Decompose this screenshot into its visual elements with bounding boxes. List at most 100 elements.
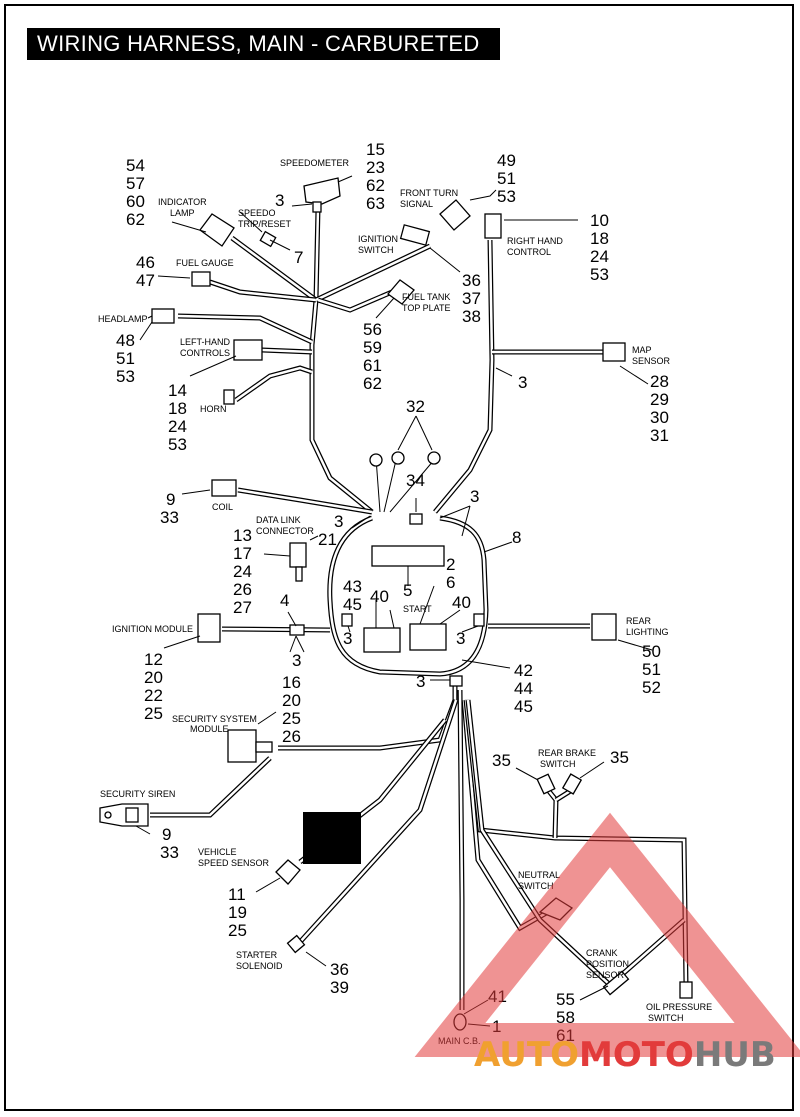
clip-4 (289, 624, 305, 636)
speedo-clip (312, 201, 322, 213)
label-map-2: SENSOR (632, 356, 671, 366)
relay-block-left (363, 627, 401, 653)
callout-starter-1: 36 (330, 960, 349, 979)
callout-ignition-module-2: 20 (144, 668, 163, 687)
callout-data-link-a-2: 17 (233, 544, 252, 563)
rear-brake-left (536, 773, 556, 795)
callout-indicator-1: 54 (126, 156, 145, 175)
relay-block-right (409, 623, 447, 651)
label-indicator-1: INDICATOR (158, 197, 207, 207)
watermark-triangle (414, 812, 800, 1057)
callout-start-relay-2: 6 (446, 573, 455, 592)
callout-data-link-b: 21 (318, 530, 337, 549)
callout-indicator-2: 57 (126, 174, 145, 193)
callout-map-sensor-2: 29 (650, 390, 669, 409)
map-sensor-connector (602, 342, 626, 362)
callout-rear-lighting-2: 51 (642, 660, 661, 679)
callout-right-hand-3: 24 (590, 247, 609, 266)
callout-bottom-clip: 3 (416, 672, 425, 691)
label-data-link-1: DATA LINK (256, 515, 301, 525)
harness-wires (150, 207, 689, 1010)
label-left-hand-1: LEFT-HAND (180, 337, 231, 347)
label-vss-2: SPEED SENSOR (198, 858, 270, 868)
ring-terminal-3 (427, 451, 441, 465)
label-indicator-2: LAMP (170, 208, 195, 218)
label-map-1: MAP (632, 345, 652, 355)
label-starter-1: STARTER (236, 950, 278, 960)
callout-relay: 34 (406, 471, 425, 490)
coil-connector (211, 479, 237, 497)
left-hand-connector (233, 339, 263, 361)
bottom-clip (449, 675, 463, 687)
label-crank-3: SENSOR (586, 970, 625, 980)
callout-map-sensor-4: 31 (650, 426, 669, 445)
callout-speedometer-4: 63 (366, 194, 385, 213)
callout-left-hand-4: 53 (168, 435, 187, 454)
clip-left (341, 613, 353, 627)
label-coil: COIL (212, 502, 233, 512)
callout-relay-40a: 40 (370, 587, 389, 606)
rear-lighting-connector (591, 613, 617, 641)
callout-data-link-a-3: 24 (233, 562, 252, 581)
data-link-plug (295, 566, 303, 582)
watermark-moto: MOTO (579, 1035, 694, 1075)
callout-right-hand-2: 18 (590, 229, 609, 248)
label-speedo-trip-2: TRIP/RESET (238, 219, 292, 229)
callout-vss-2: 19 (228, 903, 247, 922)
callout-headlamp-2: 51 (116, 349, 135, 368)
label-rear-lighting-1: REAR (626, 616, 652, 626)
callout-clip-left: 3 (343, 629, 352, 648)
callout-relays-left-2: 45 (343, 595, 362, 614)
label-front-turn-1: FRONT TURN (400, 188, 458, 198)
label-security-siren: SECURITY SIREN (100, 789, 175, 799)
label-fuel-tank-2: TOP PLATE (402, 303, 451, 313)
callout-front-turn-3: 53 (497, 187, 516, 206)
label-neutral-2: SWITCH (518, 881, 554, 891)
callout-ignition-switch-3: 38 (462, 307, 481, 326)
clip-right (473, 613, 485, 627)
callout-left-hand-3: 24 (168, 417, 187, 436)
callout-speedo-trip: 7 (294, 248, 303, 267)
ecm-block (303, 812, 361, 864)
callout-ignition-module-4: 25 (144, 704, 163, 723)
label-neutral-1: NEUTRAL (518, 870, 560, 880)
headlamp-connector (151, 308, 175, 324)
callout-brake-right: 35 (610, 748, 629, 767)
components (99, 177, 693, 1031)
callout-relay-40b: 40 (452, 593, 471, 612)
callout-coil-1: 9 (166, 490, 175, 509)
callout-fuse-block: 8 (512, 528, 521, 547)
label-security-module-1: SECURITY SYSTEM (172, 714, 257, 724)
label-fuel-gauge: FUEL GAUGE (176, 258, 234, 268)
callout-ignition-module-3: 22 (144, 686, 163, 705)
callout-headlamp-3: 53 (116, 367, 135, 386)
callout-siren-2: 33 (160, 843, 179, 862)
callout-map-sensor-1: 28 (650, 372, 669, 391)
label-vss-1: VEHICLE (198, 847, 237, 857)
callout-left-hand-1: 14 (168, 381, 187, 400)
crank-sensor (602, 970, 630, 996)
label-data-link-2: CONNECTOR (256, 526, 314, 536)
label-ignition-module: IGNITION MODULE (112, 624, 193, 634)
callout-clip-module: 3 (292, 651, 301, 670)
ring-terminal-2 (391, 451, 405, 465)
callout-fuel-gauge-1: 46 (136, 253, 155, 272)
callout-left-hand-2: 18 (168, 399, 187, 418)
callout-harness-right: 3 (470, 487, 479, 506)
callout-relays-left-1: 43 (343, 577, 362, 596)
callout-rear-lighting-1: 50 (642, 642, 661, 661)
callout-bottom-main-2: 44 (514, 679, 533, 698)
callout-speedometer-2: 23 (366, 158, 385, 177)
siren-hole (104, 811, 112, 819)
ignition-switch-connector (399, 224, 431, 246)
callout-headlamp-1: 48 (116, 331, 135, 350)
watermark-text: AUTOMOTOHUB (474, 1035, 776, 1075)
callout-crank-2: 58 (556, 1008, 575, 1027)
callout-security-module-4: 26 (282, 727, 301, 746)
callout-data-link-a-1: 13 (233, 526, 252, 545)
callout-fuel-gauge-2: 47 (136, 271, 155, 290)
callout-ignition-module-1: 12 (144, 650, 163, 669)
callout-security-module-3: 25 (282, 709, 301, 728)
component-labels: SPEEDOMETER INDICATOR LAMP SPEEDO TRIP/R… (98, 158, 712, 1046)
callout-vss-3: 25 (228, 921, 247, 940)
